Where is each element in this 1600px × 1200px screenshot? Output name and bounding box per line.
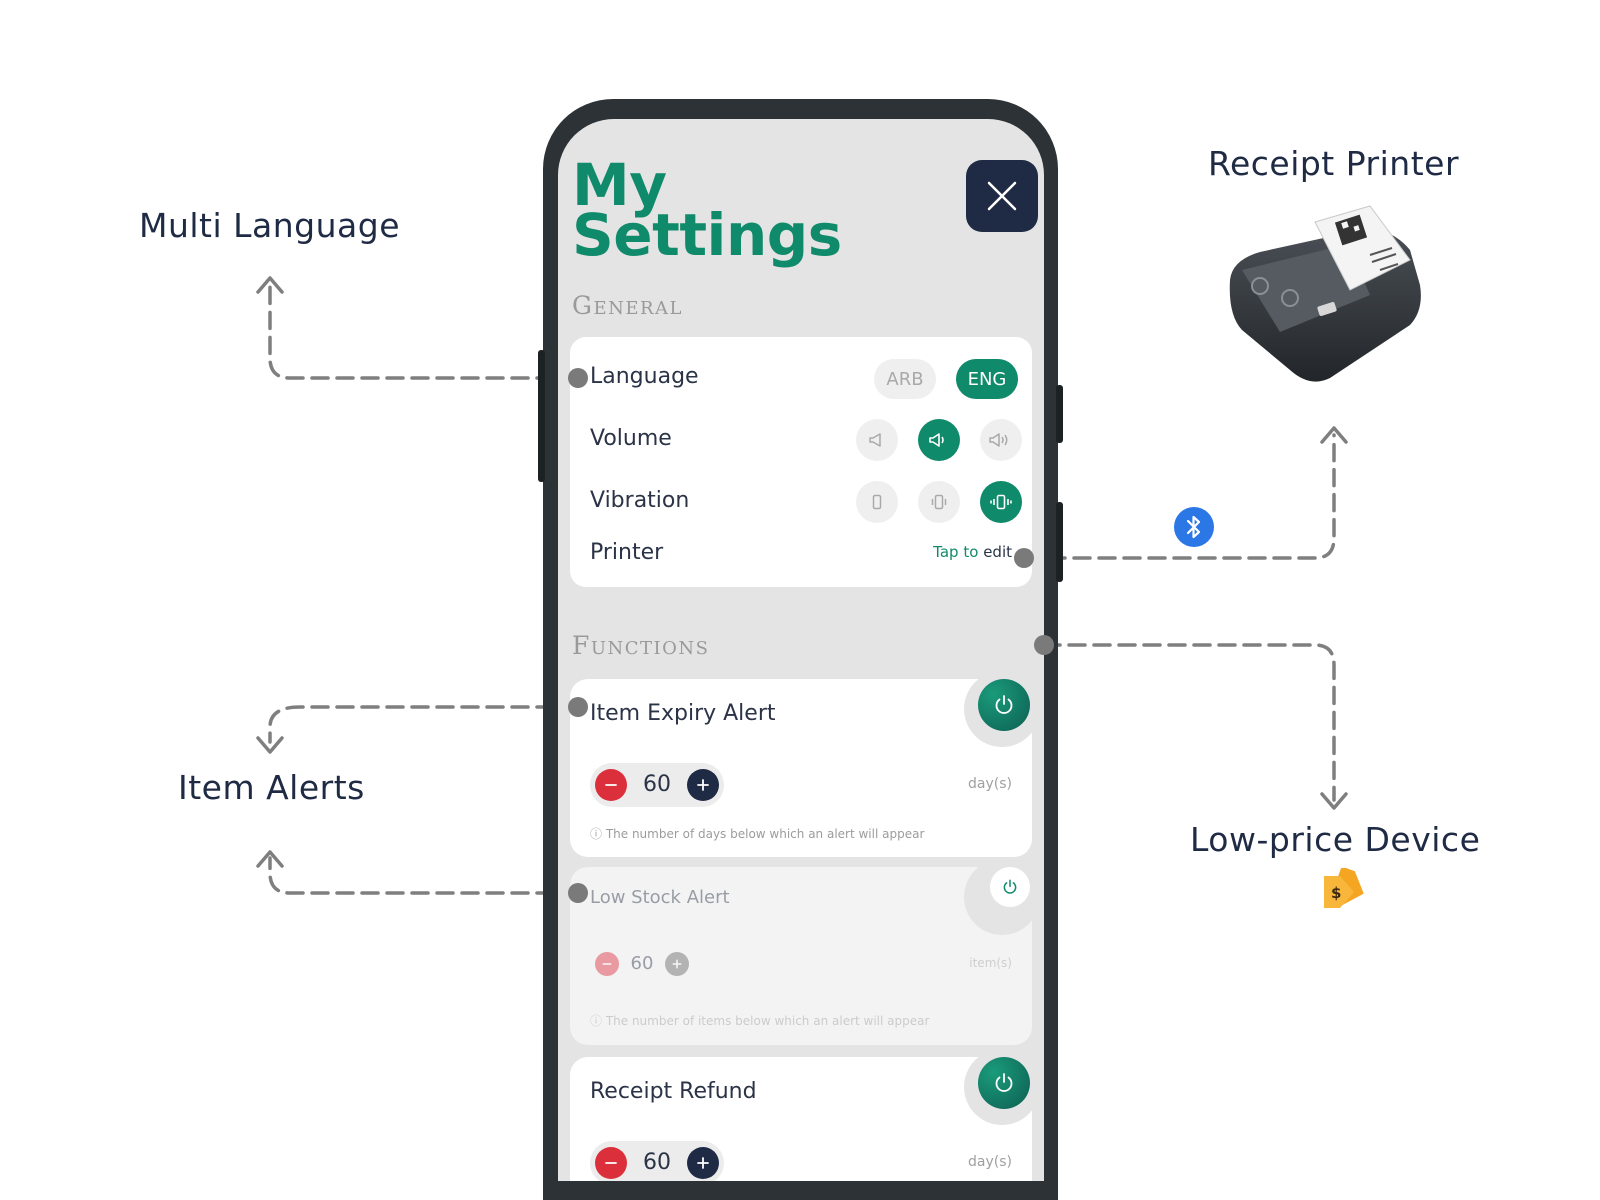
receipt-refund-label: Receipt Refund [590,1079,757,1104]
receipt-refund-increment-button[interactable] [687,1147,719,1179]
receipt-printer-image [1229,205,1421,382]
receipt-refund-unit: day(s) [968,1154,1012,1170]
phone-side-button-right-top [1056,385,1063,443]
power-icon [1003,879,1017,894]
arrowhead-printer [1320,426,1348,444]
minus-icon [605,784,617,786]
minus-icon [605,1162,617,1164]
connector-device [1042,643,1336,802]
bluetooth-badge [1174,507,1214,547]
volume-label: Volume [590,426,672,451]
vibration-label: Vibration [590,488,690,513]
bluetooth-icon [1186,515,1201,539]
annotation-item-alerts: Item Alerts [178,768,365,807]
annotation-low-price-device: Low-price Device [1190,820,1481,859]
power-icon [995,1073,1013,1092]
power-icon [995,695,1013,714]
connector-dot-language [568,368,588,388]
item-expiry-increment-button[interactable] [687,769,719,801]
phone-side-button-left [538,350,545,482]
printer-label: Printer [590,540,664,565]
plus-icon [672,959,682,969]
minus-icon [602,963,612,965]
arrowhead-language [256,276,284,294]
item-expiry-value[interactable]: 60 [643,772,671,797]
close-button[interactable] [966,160,1038,232]
receipt-refund-card: Receipt Refund 60 day(s) [570,1049,1040,1181]
section-heading-general: General [572,291,684,320]
low-stock-alert-card: Low Stock Alert 60 item(s) ⓘ The number … [570,859,1040,1045]
low-stock-label: Low Stock Alert [590,887,730,908]
receipt-refund-power-toggle[interactable] [978,1057,1030,1109]
item-expiry-stepper: 60 [590,763,724,807]
page-title-line2: Settings [572,201,842,269]
item-expiry-alert-card: Item Expiry Alert 60 day(s) ⓘ The number… [570,671,1040,857]
general-settings-card: Language ARB ENG Volume Vibration Printe… [570,337,1032,587]
volume-mute-button[interactable] [856,419,898,461]
low-stock-power-toggle[interactable] [990,867,1030,907]
low-stock-decrement-button[interactable] [595,952,619,976]
receipt-refund-decrement-button[interactable] [595,1147,627,1179]
arrowhead-expiry [256,736,284,754]
vibration-off-button[interactable] [856,481,898,523]
connector-language [268,283,580,380]
item-expiry-decrement-button[interactable] [595,769,627,801]
low-stock-increment-button[interactable] [665,952,689,976]
annotation-receipt-printer: Receipt Printer [1208,144,1460,183]
vibration-high-button[interactable] [980,481,1022,523]
item-expiry-power-toggle[interactable] [978,679,1030,731]
connector-dot-expiry [568,697,588,717]
receipt-refund-value[interactable]: 60 [643,1150,671,1175]
arrowhead-device [1320,792,1348,810]
arrowhead-low-stock [256,850,284,868]
connector-dot-low-stock [568,883,588,903]
vibration-high-icon [990,494,1012,510]
plus-icon [697,779,709,791]
vibration-low-button[interactable] [918,481,960,523]
phone-side-button-right-bottom [1056,502,1063,582]
svg-text:$: $ [1331,884,1341,902]
printer-edit-link[interactable]: Tap to edit [933,543,1012,561]
connector-dot-device [1034,635,1054,655]
low-stock-unit: item(s) [969,956,1012,970]
low-stock-stepper: 60 [590,947,694,981]
vibration-low-icon [931,494,947,510]
page-title-line1: My [572,151,667,219]
connector-dot-printer [1014,548,1034,568]
low-stock-value[interactable]: 60 [630,953,654,974]
price-tag-icon: $ [1324,868,1364,908]
language-option-arb[interactable]: ARB [874,359,936,399]
section-heading-functions: Functions [572,631,710,660]
low-stock-hint: ⓘ The number of items below which an ale… [590,1014,930,1028]
volume-high-icon [989,433,1008,447]
volume-low-button[interactable] [918,419,960,461]
connector-expiry [268,705,580,744]
settings-screen: My Settings General Language ARB ENG Vol… [558,119,1044,1181]
vibration-off-icon [872,494,882,510]
printer-edit-text: edit [983,543,1012,561]
language-label: Language [590,364,699,389]
receipt-refund-stepper: 60 [590,1141,724,1181]
volume-high-button[interactable] [980,419,1022,461]
printer-tap-text: Tap to [933,543,979,561]
item-expiry-label: Item Expiry Alert [590,701,776,726]
language-option-eng[interactable]: ENG [956,359,1018,399]
annotation-multi-language: Multi Language [139,206,401,245]
volume-mute-icon [869,433,881,447]
item-expiry-unit: day(s) [968,776,1012,792]
plus-icon [697,1157,709,1169]
volume-low-icon [929,433,944,447]
close-icon [987,181,1017,211]
item-expiry-hint: ⓘ The number of days below which an aler… [590,827,925,841]
connector-low-stock [268,856,580,895]
